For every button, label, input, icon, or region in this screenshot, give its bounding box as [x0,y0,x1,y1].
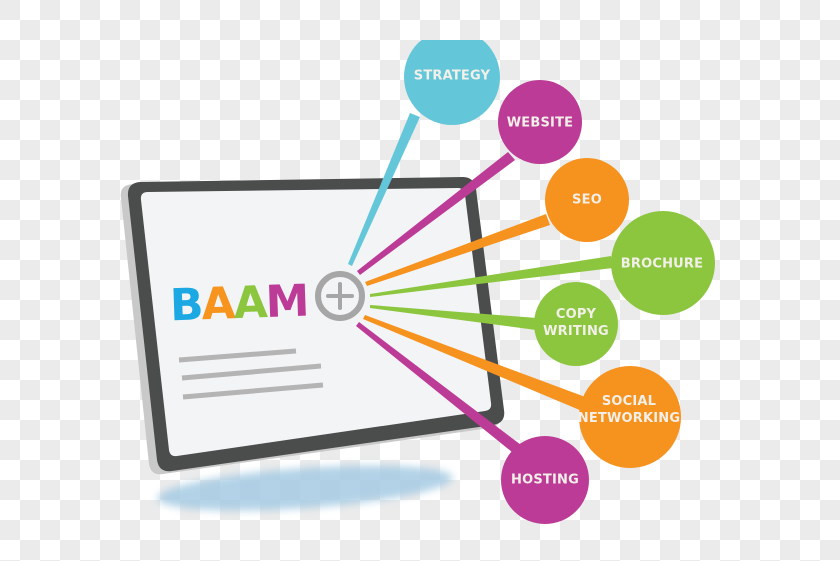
screen-text-lines [178,348,324,400]
bubble-copy-writing[interactable] [534,282,618,366]
logo-letter-a2: A [232,277,267,330]
bubble-hosting[interactable] [501,436,589,524]
label-social-line1: SOCIAL [601,394,657,409]
logo-letter-m: M [264,275,309,329]
connector-brochure [370,256,613,297]
label-brochure[interactable]: BROCHURE [620,256,704,272]
tablet-screen [140,188,492,457]
connector-hosting [356,322,521,452]
bubble-seo[interactable] [545,158,629,242]
logo-letter-a1: A [200,278,235,331]
top-crop-mask [400,0,510,40]
plus-circle-icon[interactable] [315,271,365,321]
connector-social-networking [363,315,588,411]
connector-seo [365,214,550,286]
connector-copy-writing [370,305,537,330]
service-bubbles [404,29,715,524]
tablet-shadow [157,465,453,511]
label-social-line2: NETWORKING [577,411,681,426]
label-website[interactable]: WEBSITE [506,115,574,131]
bubble-social-networking[interactable] [579,366,681,468]
connector-website [357,152,515,275]
connector-strategy [348,113,420,266]
label-seo[interactable]: SEO [572,192,602,208]
bubble-brochure[interactable] [611,211,715,315]
connector-lines [348,113,613,452]
label-hosting[interactable]: HOSTING [511,472,579,488]
label-copy-writing[interactable]: COPY WRITING [543,306,609,340]
logo-letter-b: B [169,279,203,332]
bubble-website[interactable] [498,80,582,164]
label-copy-writing-line2: WRITING [543,324,609,339]
label-social-networking[interactable]: SOCIAL NETWORKING [578,393,681,427]
label-copy-writing-line1: COPY [555,307,597,322]
label-strategy[interactable]: STRATEGY [413,68,491,84]
bubble-strategy[interactable] [404,29,500,125]
baam-logo: B A A M [169,275,309,332]
